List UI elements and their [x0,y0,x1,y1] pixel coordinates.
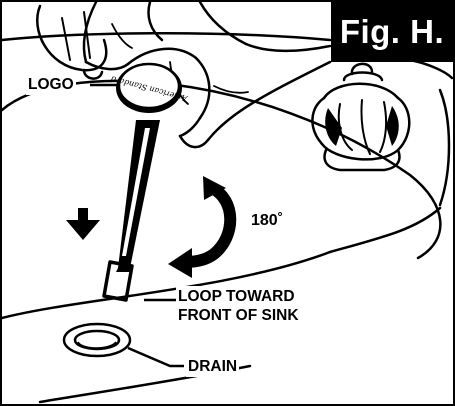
rotation-degree-callout: 180˚ [249,210,286,231]
right-faucet-shading [325,106,399,146]
basin-front-curve [328,206,442,254]
rotation-arrow [168,176,237,278]
basin-lower-edge [0,250,332,320]
figure-label: Fig. H. [331,2,453,62]
loop-callout-line1: LOOP TOWARD [176,286,297,307]
down-arrow [66,208,100,240]
stopper-rod [102,120,160,302]
drain-callout: DRAIN [186,356,240,377]
hand [82,0,332,149]
right-faucet-handle [311,62,411,172]
sink-rim-right [438,88,451,207]
stopper-head: American Standard [110,62,189,113]
drain [62,322,132,358]
drain-leader-line [127,346,184,368]
leader-lines [90,83,184,368]
logo-callout: LOGO [26,74,76,95]
left-faucet-handle [36,4,108,80]
loop-callout-line2: FRONT OF SINK [176,305,301,326]
